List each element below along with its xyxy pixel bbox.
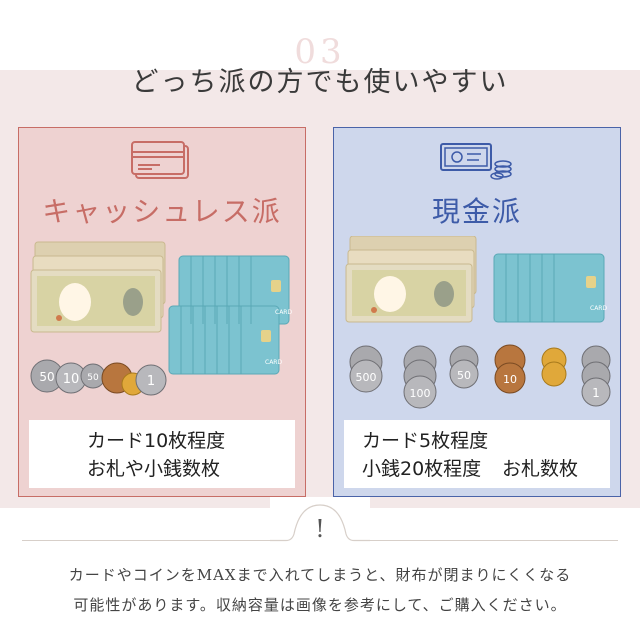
- coin-row: 50 10 50 1: [30, 359, 167, 396]
- notice-line: カードやコインをMAXまで入れてしまうと、財布が閉まりにくくなる: [68, 566, 572, 584]
- card-label: CARD: [275, 309, 292, 316]
- coin-label: 1: [147, 374, 155, 389]
- card-label: CARD: [265, 359, 282, 366]
- coin-label: 10: [503, 373, 517, 386]
- banknote-stack: [30, 241, 166, 333]
- credit-card-icon: [131, 141, 189, 179]
- cashless-caption-line: カード10枚程度: [87, 430, 226, 452]
- cash-caption-line: カード5枚程度: [362, 430, 489, 452]
- banknote-stack: [345, 236, 477, 323]
- notice-text: カードやコインをMAXまで入れてしまうと、財布が閉まりにくくなる 可能性がありま…: [0, 560, 640, 620]
- cash-title: 現金派: [431, 195, 522, 228]
- coin-label: 500: [356, 371, 377, 384]
- cash-illustration: CARD 500 100 50 10 1: [345, 236, 611, 409]
- cashless-caption-box: カード10枚程度 お札や小銭数枚: [29, 420, 295, 488]
- coin-label: 50: [87, 373, 99, 383]
- coin-label: 50: [39, 370, 54, 384]
- coin-label: 100: [410, 387, 431, 400]
- coin-label: 10: [63, 372, 80, 387]
- cash-caption-line: 小銭20枚程度: [362, 458, 482, 480]
- card-label: CARD: [590, 305, 607, 312]
- section-number: 03: [294, 32, 346, 72]
- cashless-title: キャッシュレス派: [42, 195, 282, 228]
- cashless-panel: キャッシュレス派 CARD: [18, 127, 306, 497]
- coin-label: 50: [457, 369, 471, 382]
- card-stack: CARD CARD: [168, 255, 292, 375]
- cash-panel: 現金派 CARD: [333, 127, 621, 497]
- notice-line: 可能性があります。収納容量は画像を参考にして、ご購入ください。: [73, 596, 567, 614]
- cash-caption-line: お札数枚: [502, 458, 579, 480]
- page-heading: どっち派の方でも使いやすい: [131, 67, 509, 98]
- exclamation-icon: !: [270, 504, 370, 543]
- banknote-coins-icon: [440, 143, 512, 180]
- card-stack: CARD: [493, 253, 607, 323]
- cash-caption-box: カード5枚程度 小銭20枚程度 お札数枚: [344, 420, 610, 488]
- exclamation-mark: !: [315, 515, 325, 543]
- cashless-caption-line: お札や小銭数枚: [87, 458, 221, 480]
- cashless-illustration: CARD CARD 50 10 50 1: [30, 241, 292, 396]
- coin-stacks: 500 100 50 10 1: [349, 344, 611, 409]
- coin-label: 1: [592, 386, 600, 400]
